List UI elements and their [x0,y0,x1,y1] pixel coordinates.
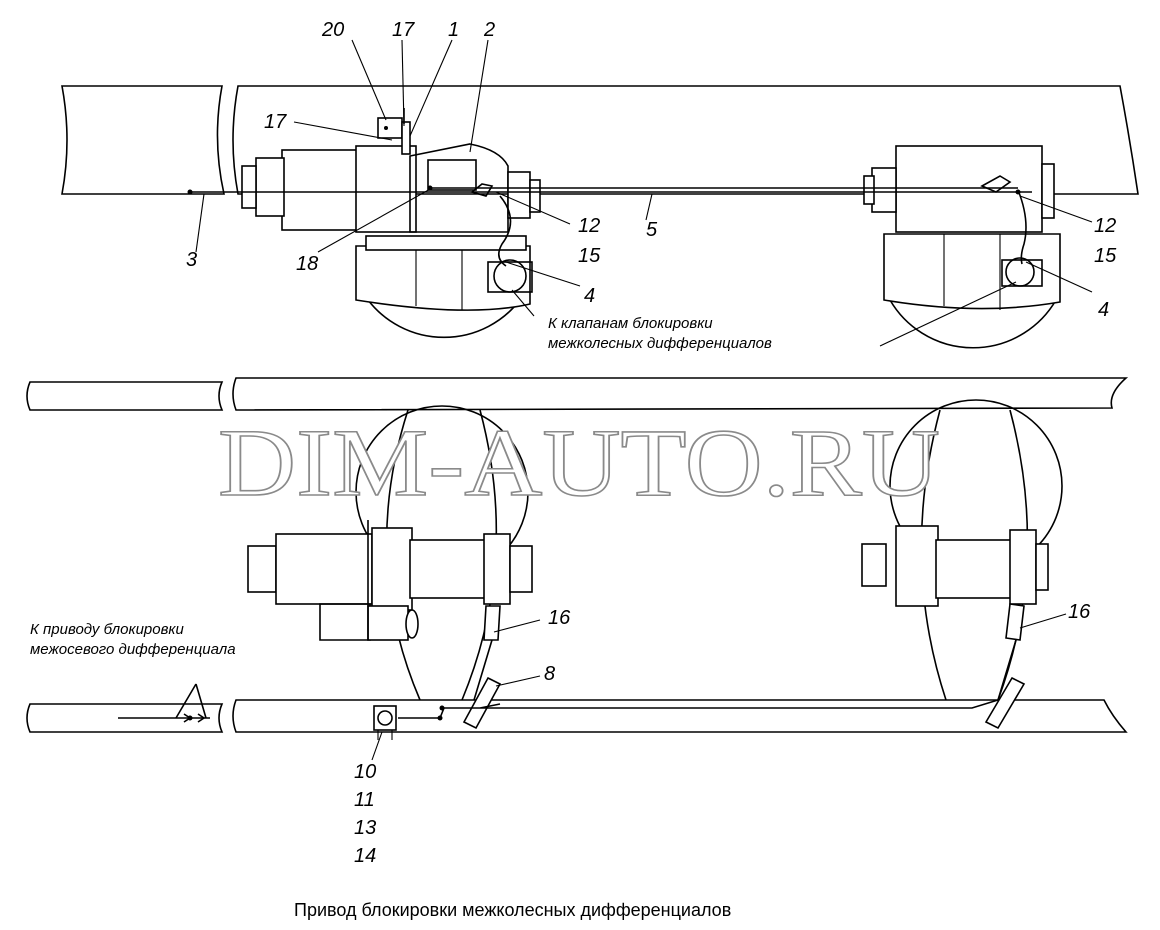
callout-3: 3 [186,249,197,271]
wheel-arc-rear [889,299,1057,349]
upper-rail-main [232,377,1129,411]
callout-13: 13 [354,817,376,839]
callout-16-rear: 16 [1068,601,1091,623]
callouts: 20 17 1 2 17 3 18 12 15 5 4 12 15 4 16 8… [186,19,1117,867]
diagram-caption: Привод блокировки межколесных дифференци… [294,900,731,920]
callout-15-rear: 15 [1094,245,1117,267]
callout-4-rear: 4 [1098,299,1109,321]
callout-20: 20 [321,19,344,41]
rear-hose [1017,189,1027,265]
callout-8: 8 [544,663,555,685]
callout-12-front: 12 [578,215,600,237]
rear-axle-housing [863,145,1055,233]
callout-18: 18 [296,253,318,275]
front-hose [498,195,512,267]
rear-bracket [980,175,1012,193]
wheel-arc-front [367,299,521,339]
note-valves-line2: межколесных дифференциалов [548,335,772,352]
watermark: DIM-AUTO.RU [218,409,940,516]
rear-brake-chamber [1001,257,1043,287]
callout-10: 10 [354,761,376,783]
callout-15-front: 15 [578,245,601,267]
callout-11: 11 [354,789,375,811]
valve-10 [373,705,397,740]
frame-rail-main [232,85,1139,195]
front-bracket [470,183,494,197]
notes: К клапанам блокировки межколесных диффер… [30,315,772,658]
callout-5: 5 [646,219,658,241]
front-lever [462,605,502,730]
front-axle-plan [247,520,533,641]
frame-rail-left [61,85,225,195]
top-view [61,39,1139,349]
leaders-bottom [371,613,1067,761]
rod-arrows [175,683,207,723]
callout-17-left: 17 [264,111,287,133]
upper-rail-left [26,381,224,411]
rear-axle-plan [861,525,1049,607]
callout-17-top: 17 [392,19,415,41]
note-valves-line1: К клапанам блокировки [548,315,713,332]
note-center-line2: межосевого дифференциала [30,641,236,658]
front-brake-chamber [487,259,533,293]
leaders-top [195,39,1093,347]
callout-1: 1 [448,19,459,41]
rear-lever [984,603,1026,730]
lower-rail-main [232,699,1128,733]
callout-14: 14 [354,845,376,867]
front-axle-housing [241,143,541,233]
callout-16-front: 16 [548,607,571,629]
note-center-line1: К приводу блокировки [30,621,185,638]
callout-12-rear: 12 [1094,215,1116,237]
callout-2: 2 [483,19,495,41]
lower-rail-left [26,703,224,733]
front-spring-pack [355,235,531,311]
callout-4-front: 4 [584,285,595,307]
bottom-view [26,377,1129,761]
control-rod [118,699,999,719]
rear-spring-pack [883,233,1061,310]
